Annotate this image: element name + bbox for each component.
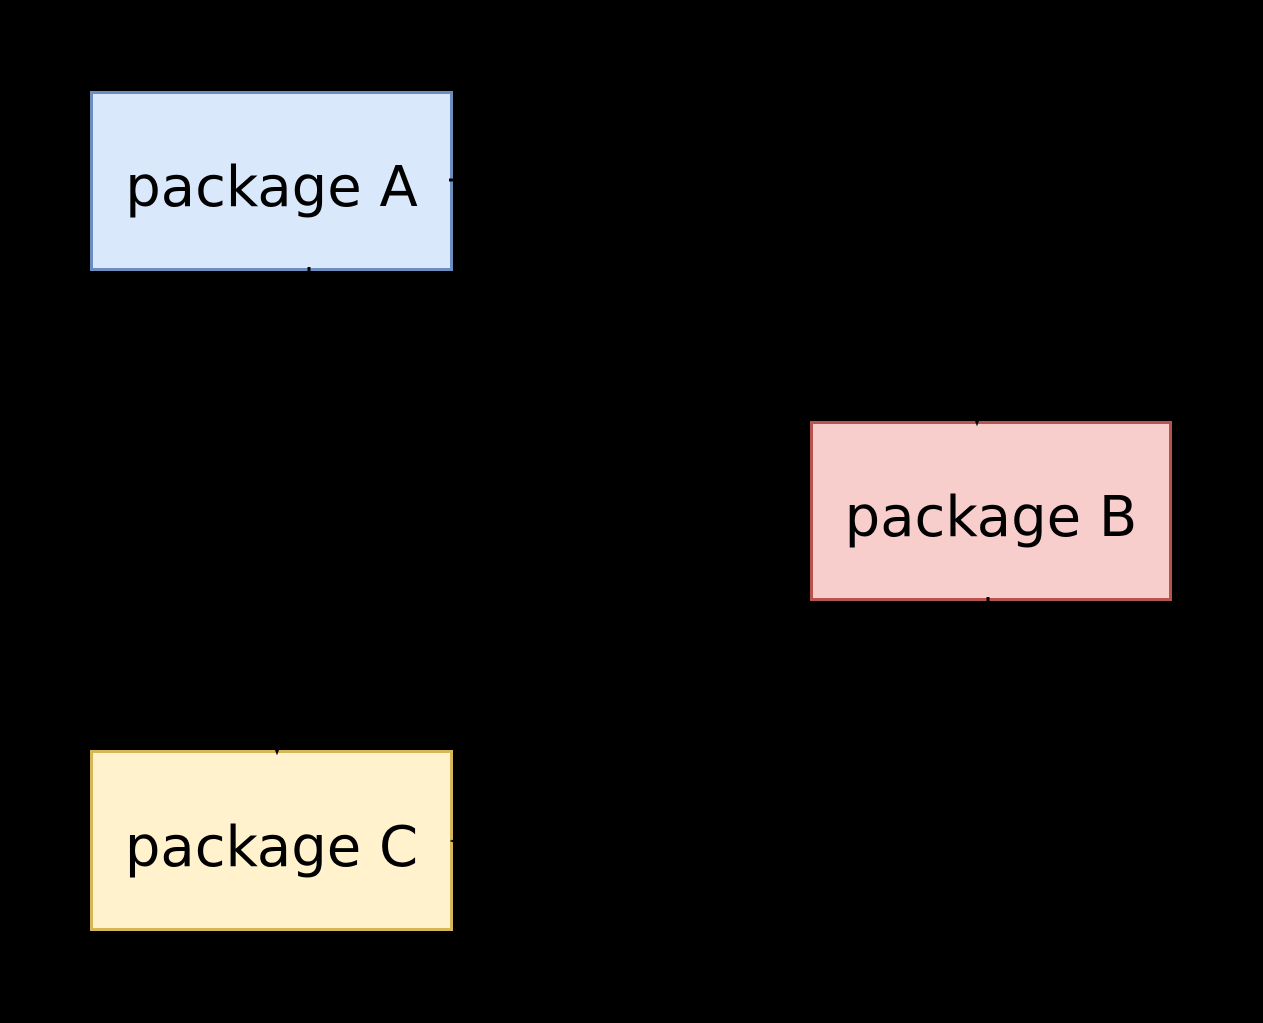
package-c-node: package C [90, 750, 453, 931]
arrowhead-icon-B-to-C [449, 831, 476, 851]
package-a-label: package A [125, 155, 418, 220]
arrow-line-A-to-B [449, 178, 979, 401]
package-b-label: package B [844, 485, 1138, 550]
package-b-node: package B [810, 421, 1172, 601]
package-c-label: package C [124, 814, 419, 880]
arrow-line-B-to-C [475, 597, 990, 843]
package-a-node: package A [90, 91, 453, 271]
arrow-line-A-to-C [275, 267, 311, 730]
